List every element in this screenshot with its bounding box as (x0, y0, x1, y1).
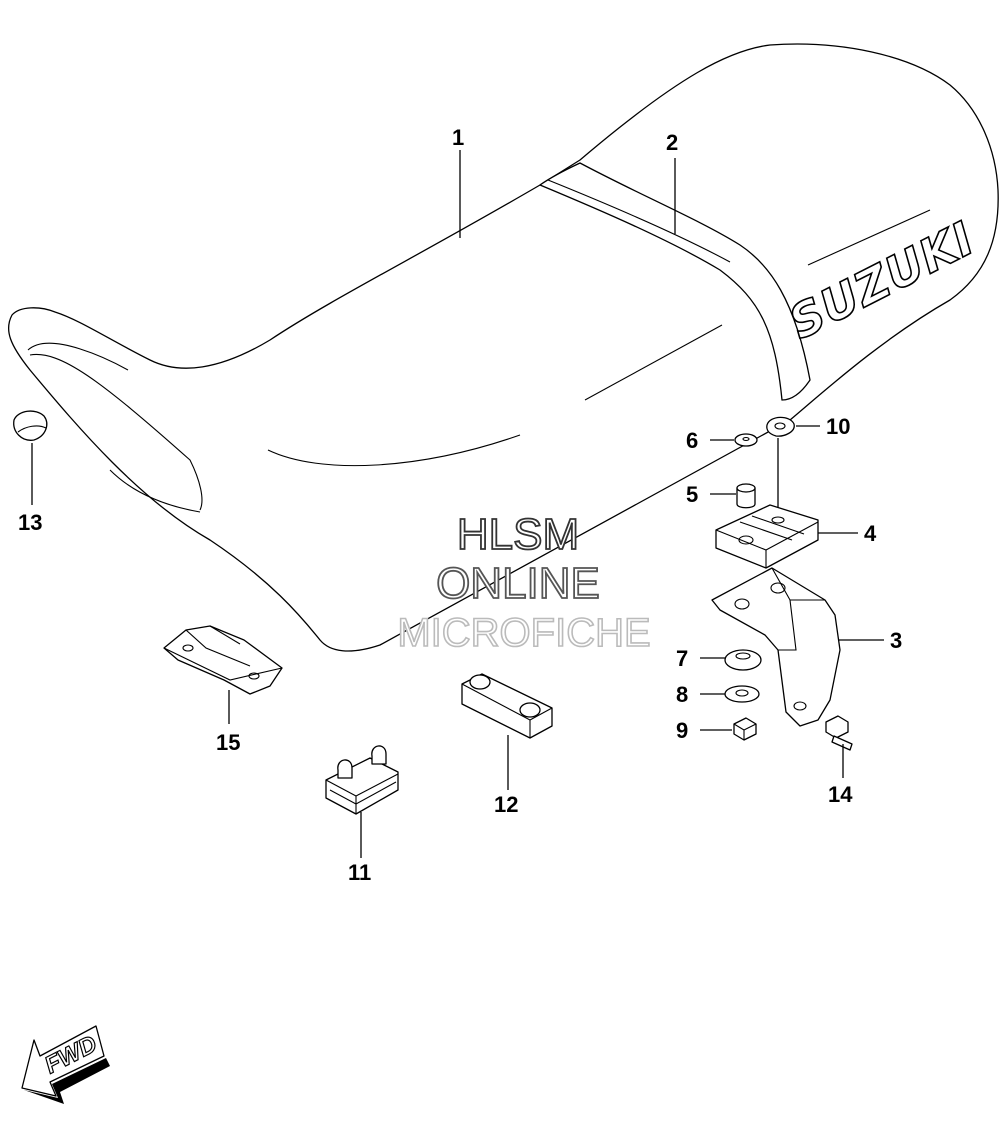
callout-4: 4 (864, 521, 877, 546)
part-3-bracket (711, 567, 841, 727)
callout-5: 5 (686, 482, 698, 507)
callout-7: 7 (676, 646, 688, 671)
callout-15: 15 (216, 730, 240, 755)
part-11-cushion (325, 745, 399, 815)
forward-arrow-icon: FWD (21, 1025, 110, 1104)
seat-body (8, 43, 999, 652)
seat-assembly: SUZUKI (8, 43, 999, 652)
callout-2: 2 (666, 130, 678, 155)
callout-8: 8 (676, 682, 688, 707)
callout-13: 13 (18, 510, 42, 535)
svg-text:HLSM: HLSM (457, 510, 579, 559)
callout-14: 14 (828, 782, 853, 807)
part-15-mount (163, 625, 283, 695)
part-14-bolt (825, 715, 853, 751)
svg-text:MICROFICHE: MICROFICHE (397, 611, 650, 655)
part-4-cushion (715, 504, 819, 569)
callout-9: 9 (676, 718, 688, 743)
part-9-nut (733, 717, 757, 741)
part-6-washer (734, 433, 758, 447)
part-13-grommet (13, 410, 48, 441)
callout-12: 12 (494, 792, 518, 817)
callout-1: 1 (452, 125, 464, 150)
part-5-collar (736, 483, 756, 509)
callout-10: 10 (826, 414, 850, 439)
part-8-washer (724, 685, 760, 703)
svg-text:ONLINE: ONLINE (436, 559, 600, 608)
watermark: HLSM ONLINE MICROFICHE (397, 509, 652, 656)
part-12-block (461, 673, 553, 739)
callout-11: 11 (348, 860, 371, 885)
callout-3: 3 (890, 628, 902, 653)
callout-6: 6 (686, 428, 698, 453)
part-7-washer (724, 649, 762, 671)
part-10-clip (766, 416, 795, 437)
